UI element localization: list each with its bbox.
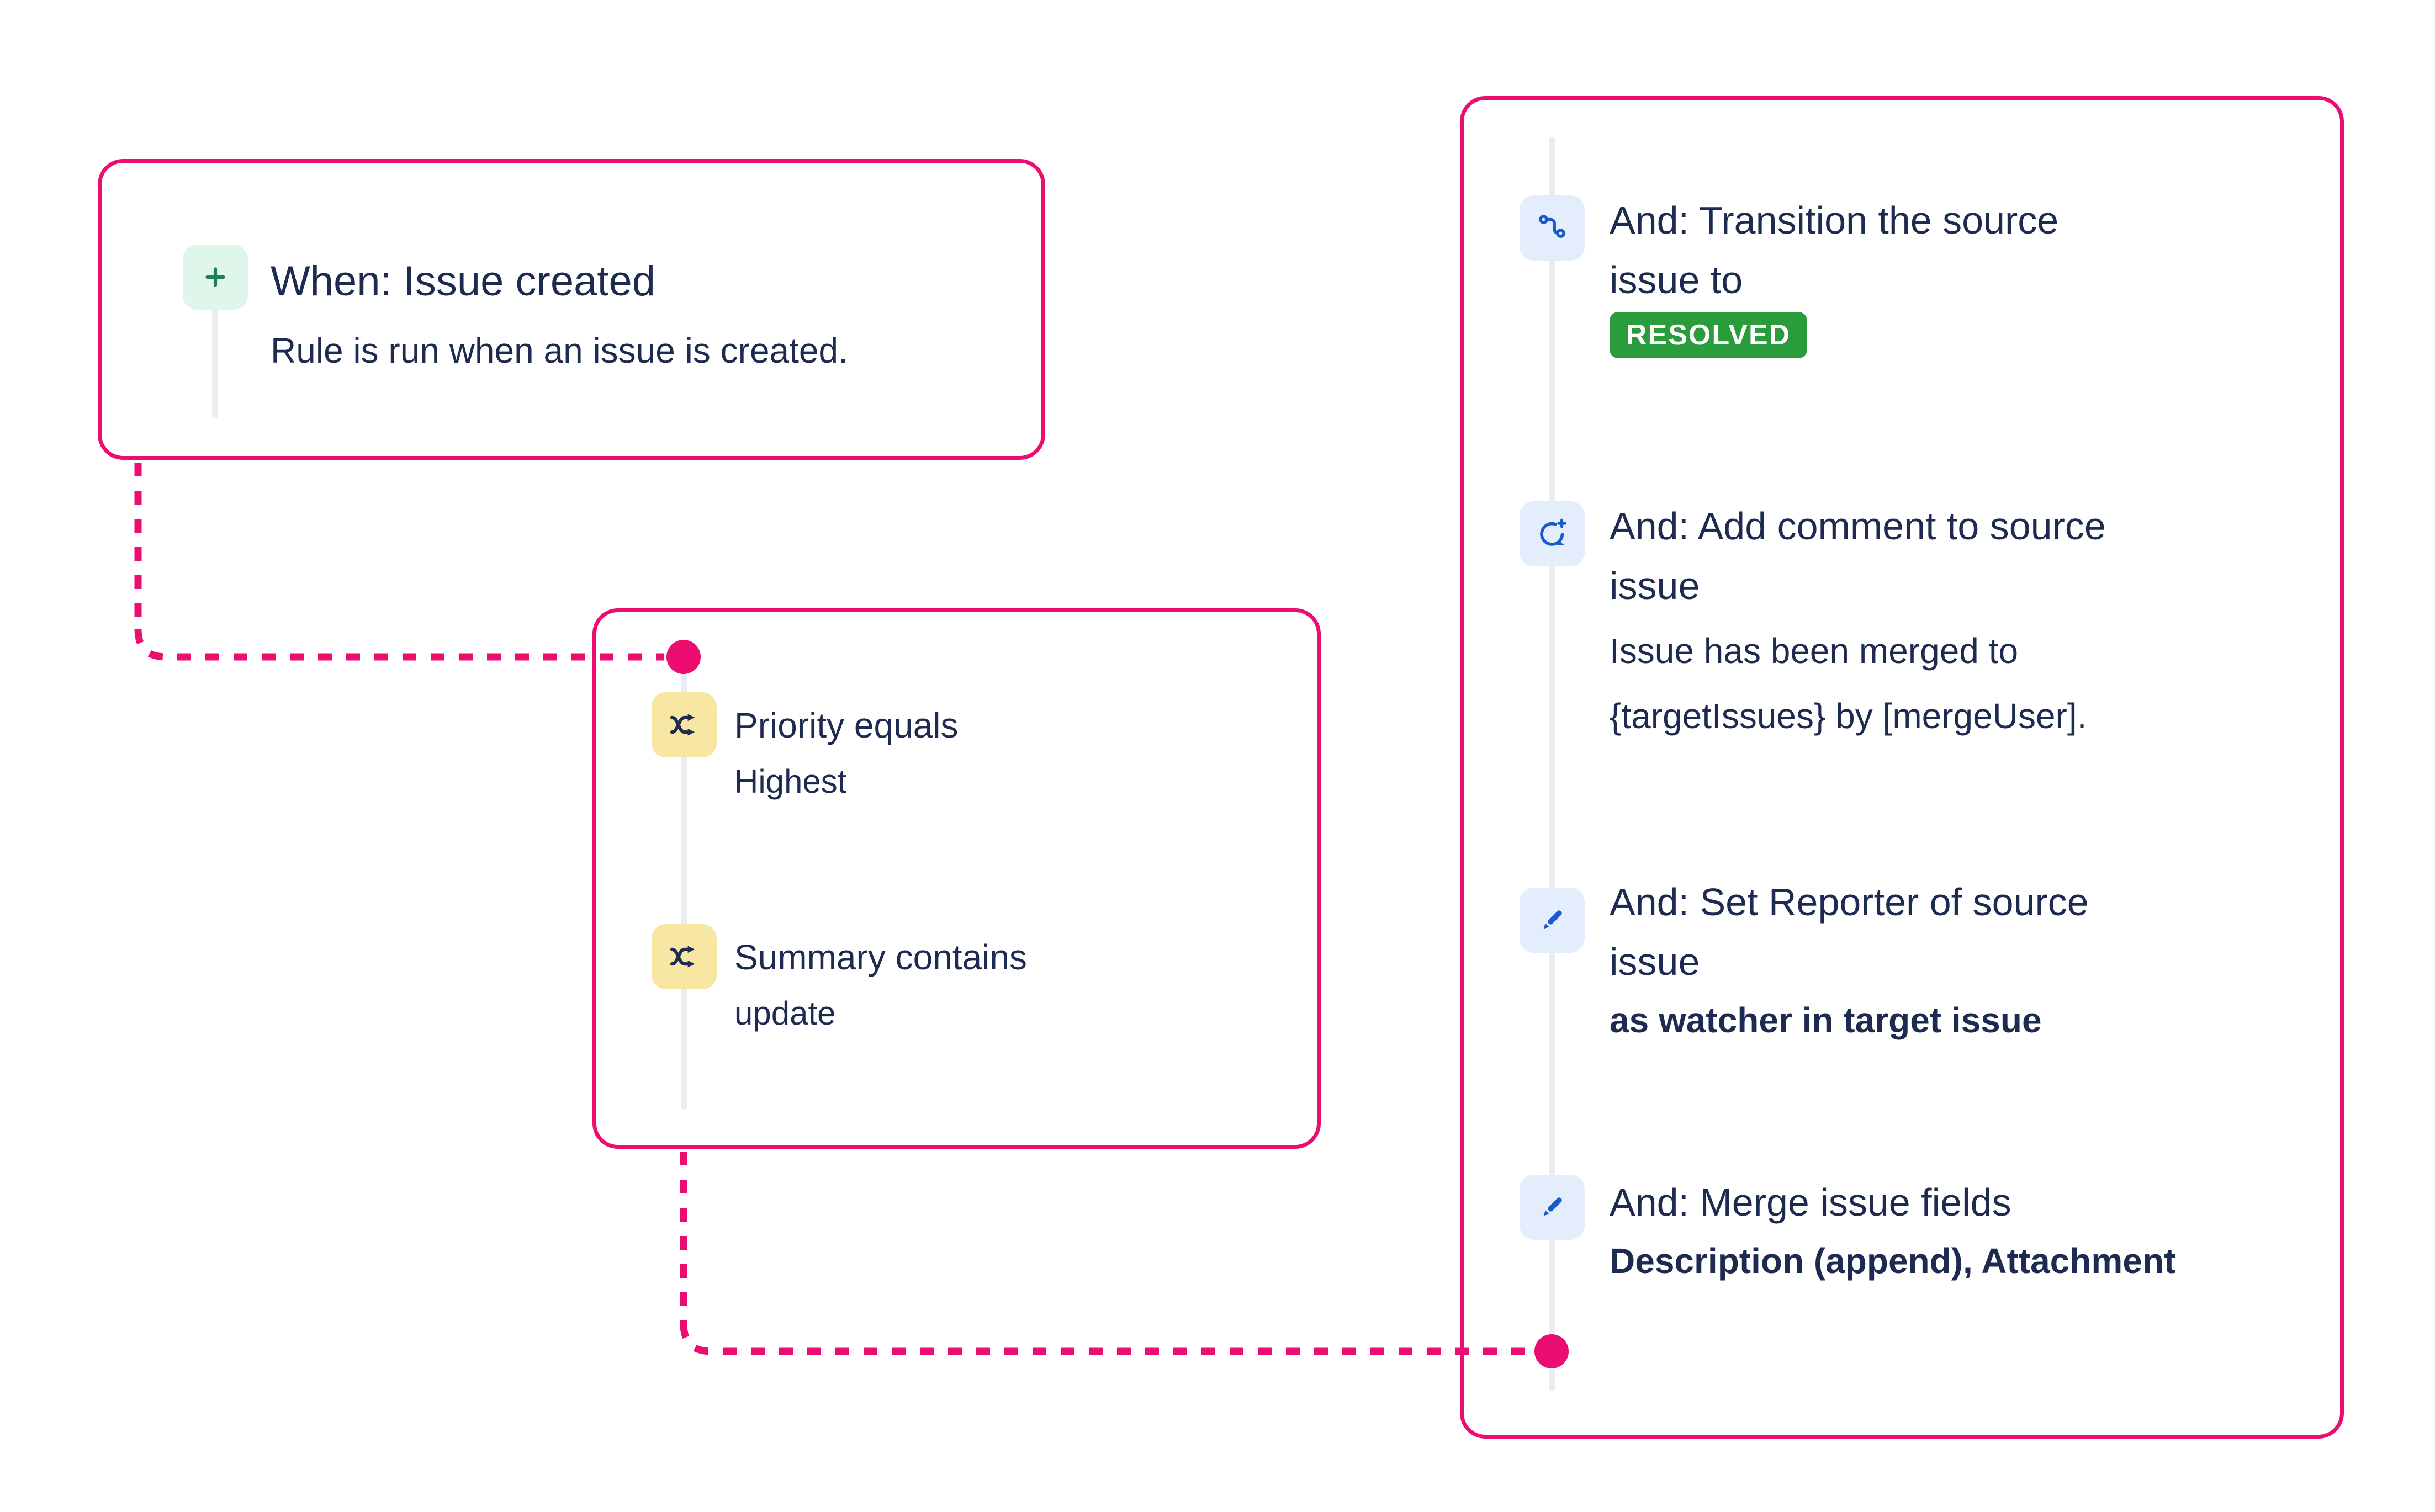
condition-title: Priority equals [734, 705, 959, 745]
action-title-line: And: Transition the source [1610, 199, 2059, 242]
action-title-line: And: Merge issue fields [1610, 1181, 2011, 1224]
shuffle-icon [652, 924, 717, 989]
action-card[interactable] [1460, 96, 2344, 1439]
action-section-transition[interactable]: And: Transition the source issue to RESO… [1610, 190, 2305, 358]
pencil-icon [1520, 888, 1585, 953]
condition-card[interactable] [592, 608, 1321, 1149]
shuffle-icon [652, 692, 717, 757]
transition-icon [1520, 195, 1585, 261]
status-badge: RESOLVED [1610, 312, 1808, 358]
action-section-merge[interactable]: And: Merge issue fields Description (app… [1610, 1173, 2305, 1290]
connector-trigger-to-condition-horizontal [134, 629, 664, 661]
condition-value: update [734, 995, 836, 1032]
action-section-comment[interactable]: And: Add comment to source issue Issue h… [1610, 496, 2305, 746]
action-title-line: issue to [1610, 258, 1743, 301]
trigger-title: When: Issue created [271, 258, 656, 305]
action-title-line: And: Set Reporter of source [1610, 880, 2089, 924]
action-title-line: issue [1610, 564, 1700, 607]
pencil-icon [1520, 1175, 1585, 1240]
trigger-subtitle: Rule is run when an issue is created. [271, 331, 848, 370]
condition-timeline [681, 657, 687, 1110]
add-comment-icon [1520, 501, 1585, 566]
action-title-line: And: Add comment to source [1610, 505, 2106, 548]
action-title-line: issue [1610, 940, 1700, 983]
action-timeline [1549, 137, 1555, 1391]
plus-icon [183, 245, 248, 310]
action-section-reporter[interactable]: And: Set Reporter of source issue as wat… [1610, 872, 2305, 1049]
action-description-line: Issue has been merged to [1610, 631, 2019, 671]
condition-title: Summary contains [734, 937, 1027, 977]
trigger-timeline [212, 308, 218, 418]
action-description-line: {targetIssues} by [mergeUser]. [1610, 696, 2087, 736]
action-emphasis: as watcher in target issue [1610, 1000, 2042, 1040]
condition-value: Highest [734, 763, 847, 800]
action-emphasis: Description (append), Attachment [1610, 1241, 2176, 1281]
connector-condition-to-action-horizontal [680, 1323, 1532, 1355]
trigger-card[interactable] [98, 159, 1045, 460]
